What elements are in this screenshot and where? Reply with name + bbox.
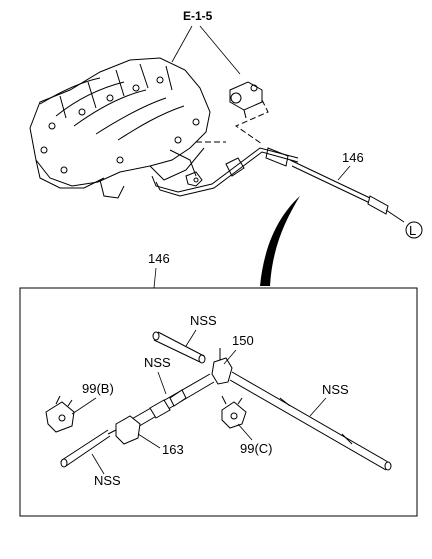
switch-leader xyxy=(234,99,269,145)
nss-middle-leader xyxy=(157,371,167,395)
part-163-leader xyxy=(137,433,161,449)
part-150-label: 150 xyxy=(232,333,254,348)
nss-right-label: NSS xyxy=(322,382,349,397)
detail-frame xyxy=(19,287,418,517)
clip-99c xyxy=(221,395,247,429)
clip-99b xyxy=(45,395,75,433)
hose-clip-upper xyxy=(185,171,203,187)
part-150-leader xyxy=(223,349,237,365)
detail-header-ref: 146 xyxy=(148,251,170,266)
nss-right-hose xyxy=(229,371,392,471)
nss-bottom-label: NSS xyxy=(94,473,121,488)
part-163-label: 163 xyxy=(162,442,184,457)
detail-header-leader xyxy=(153,267,157,289)
part-99c-leader xyxy=(237,423,253,441)
nss-bottom-leader xyxy=(91,453,105,475)
nss-top-hose xyxy=(152,331,206,364)
hose-ref-leader xyxy=(337,165,351,181)
connector-l-circle xyxy=(405,221,423,239)
nss-middle-hose xyxy=(129,373,215,429)
vacuum-switch xyxy=(229,81,263,119)
detail-box: 146 NSS 150 NSS NS xyxy=(19,251,418,517)
nss-bottom-hose xyxy=(60,429,111,468)
section-leader-left xyxy=(171,25,193,63)
tee-fitting-150 xyxy=(211,348,233,385)
nss-top-leader xyxy=(185,329,197,347)
part-99b-leader xyxy=(71,397,97,415)
part-99c-label: 99(C) xyxy=(240,441,273,456)
section-ref-label: E-1-5 xyxy=(183,9,213,23)
intake-manifold xyxy=(29,57,211,199)
section-leader-right xyxy=(199,25,241,75)
detail-callout-arrow xyxy=(260,196,300,286)
hose-ref-label: 146 xyxy=(342,150,364,165)
connector-l-label: L xyxy=(409,223,416,238)
nss-middle-label: NSS xyxy=(144,355,171,370)
nss-top-label: NSS xyxy=(190,313,217,328)
upper-hose-assembly: L xyxy=(151,147,423,239)
part-99b-label: 99(B) xyxy=(82,381,114,396)
component-163 xyxy=(107,415,141,445)
top-assembly: E-1-5 xyxy=(29,9,423,286)
nss-right-leader xyxy=(309,397,327,417)
